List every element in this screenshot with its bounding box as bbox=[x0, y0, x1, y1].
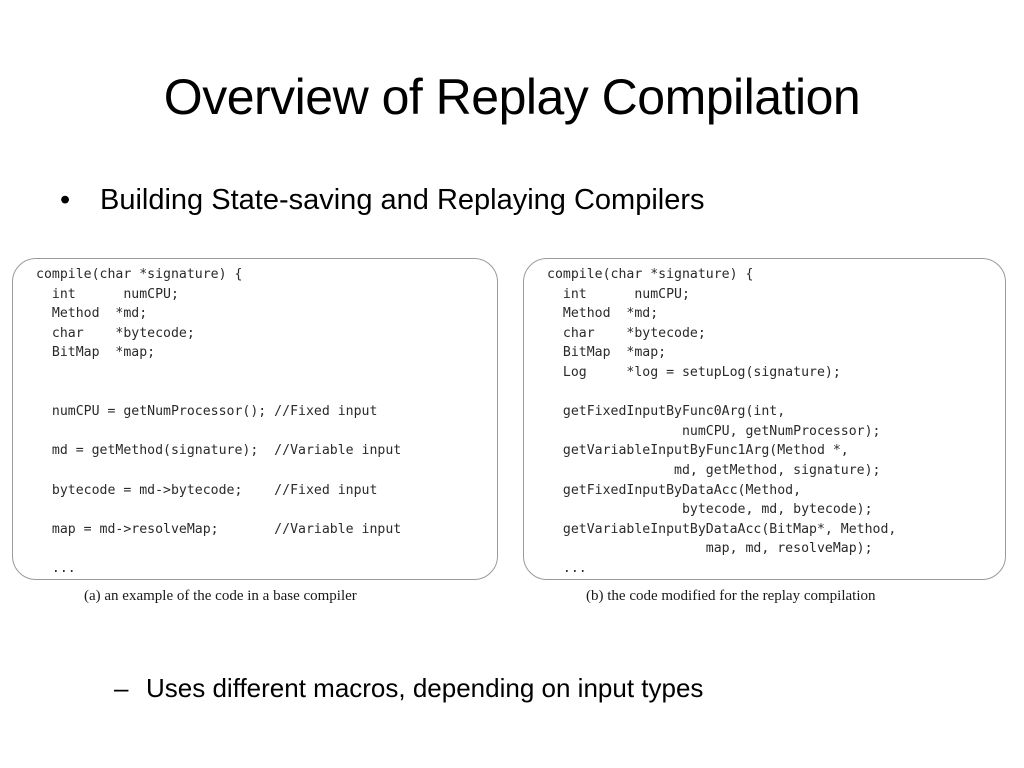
figure-caption-b: (b) the code modified for the replay com… bbox=[586, 588, 876, 604]
bullet-symbol: • bbox=[60, 184, 71, 216]
code-figure-base-compiler: compile(char *signature) { int numCPU; M… bbox=[12, 258, 498, 580]
sub-bullet-item: –Uses different macros, depending on inp… bbox=[114, 670, 703, 706]
sub-bullet-symbol: – bbox=[114, 673, 129, 703]
code-listing-replay: compile(char *signature) { int numCPU; M… bbox=[547, 267, 897, 576]
code-figure-replay-compiler: compile(char *signature) { int numCPU; M… bbox=[523, 258, 1006, 580]
bullet-item: • Building State-saving and Replaying Com… bbox=[60, 180, 705, 220]
code-listing-base: compile(char *signature) { int numCPU; M… bbox=[36, 267, 402, 576]
figure-caption-a: (a) an example of the code in a base com… bbox=[84, 588, 357, 604]
sub-bullet-text: Uses different macros, depending on inpu… bbox=[146, 673, 704, 703]
slide-title: Overview of Replay Compilation bbox=[163, 69, 861, 125]
bullet-text: Building State-saving and Replaying Comp… bbox=[100, 184, 705, 216]
